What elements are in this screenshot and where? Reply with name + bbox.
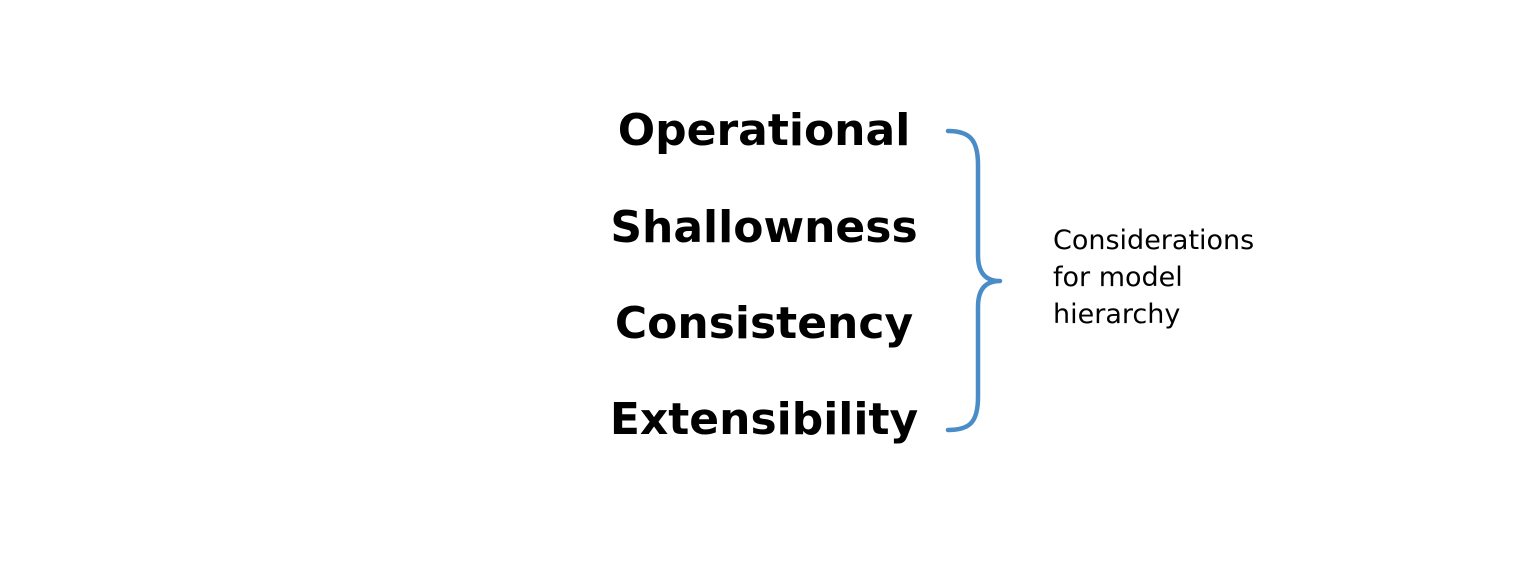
term-extensibility: Extensibility: [609, 394, 919, 445]
caption-line: for model: [1053, 262, 1183, 293]
term-shallowness: Shallowness: [610, 202, 918, 253]
term-consistency: Consistency: [614, 298, 914, 349]
caption: Considerations for model hierarchy: [1053, 222, 1353, 333]
caption-line: hierarchy: [1053, 299, 1181, 330]
term-operational: Operational: [617, 105, 911, 156]
caption-line: Considerations: [1053, 225, 1255, 256]
